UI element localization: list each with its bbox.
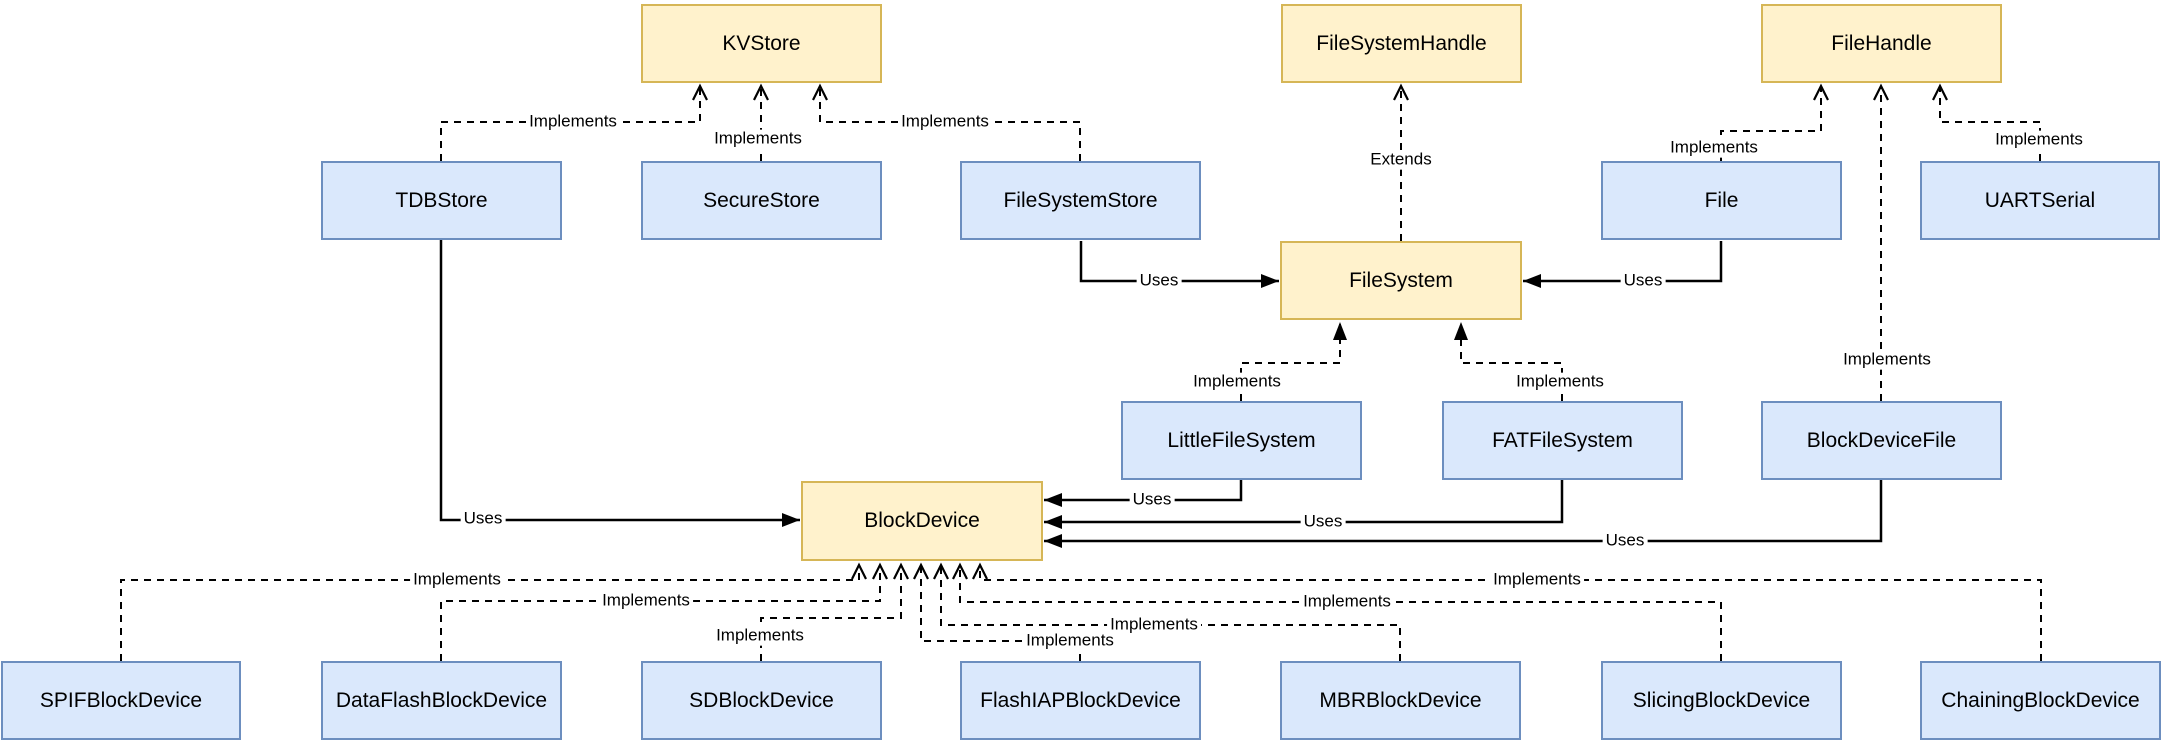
edge-spifblockdevice-blockdevice bbox=[120, 562, 867, 661]
edge-label-file-filehandle: Implements bbox=[1667, 138, 1761, 158]
node-sdblockdevice: SDBlockDevice bbox=[641, 661, 882, 740]
node-filesystem: FileSystem bbox=[1280, 241, 1522, 320]
node-blockdevicefile: BlockDeviceFile bbox=[1761, 401, 2002, 480]
edge-label-securestore-kvstore: Implements bbox=[711, 129, 805, 149]
edge-uartserial-filehandle bbox=[1932, 83, 2041, 161]
edge-filesystemstore-filesystem bbox=[1079, 241, 1279, 288]
edge-slicingblockdevice-blockdevice bbox=[952, 562, 1722, 661]
edge-label-tdbstore-kvstore: Implements bbox=[526, 112, 620, 132]
edge-tdbstore-kvstore bbox=[440, 83, 708, 161]
edge-label-sdblockdevice-blockdevice: Implements bbox=[713, 626, 807, 646]
node-flashiapblockdevice: FlashIAPBlockDevice bbox=[960, 661, 1201, 740]
edge-label-spifblockdevice-blockdevice: Implements bbox=[410, 570, 504, 590]
node-file: File bbox=[1601, 161, 1842, 240]
node-filehandle: FileHandle bbox=[1761, 4, 2002, 83]
edge-label-filesystemstore-kvstore: Implements bbox=[898, 112, 992, 132]
edge-label-filesystem-filesystemhandle: Extends bbox=[1367, 150, 1435, 170]
edge-label-tdbstore-blockdevice: Uses bbox=[460, 509, 506, 529]
edge-label-blockdevicefile-blockdevice: Uses bbox=[1602, 531, 1648, 551]
node-securestore: SecureStore bbox=[641, 161, 882, 240]
node-chainingblockdevice: ChainingBlockDevice bbox=[1920, 661, 2161, 740]
edge-littlefilesystem-blockdevice bbox=[1044, 480, 1243, 507]
node-fatfilesystem: FATFileSystem bbox=[1442, 401, 1683, 480]
node-tdbstore: TDBStore bbox=[321, 161, 562, 240]
node-spifblockdevice: SPIFBlockDevice bbox=[1, 661, 241, 740]
edge-fatfilesystem-blockdevice bbox=[1044, 480, 1564, 529]
edge-file-filesystem bbox=[1523, 241, 1723, 288]
node-mbrblockdevice: MBRBlockDevice bbox=[1280, 661, 1521, 740]
edge-label-chainingblockdevice-blockdevice: Implements bbox=[1490, 570, 1584, 590]
edge-blockdevicefile-blockdevice bbox=[1044, 480, 1883, 548]
edge-label-filesystemstore-filesystem: Uses bbox=[1136, 271, 1182, 291]
edge-label-mbrblockdevice-blockdevice: Implements bbox=[1107, 615, 1201, 635]
node-dataflashblockdevice: DataFlashBlockDevice bbox=[321, 661, 562, 740]
node-filesystemstore: FileSystemStore bbox=[960, 161, 1201, 240]
edge-label-dataflashblockdevice-blockdevice: Implements bbox=[599, 591, 693, 611]
edge-label-flashiapblockdevice-blockdevice: Implements bbox=[1023, 631, 1117, 651]
edge-label-slicingblockdevice-blockdevice: Implements bbox=[1300, 592, 1394, 612]
edge-label-blockdevicefile-filehandle: Implements bbox=[1840, 350, 1934, 370]
node-uartserial: UARTSerial bbox=[1920, 161, 2160, 240]
node-filesystemhandle: FileSystemHandle bbox=[1281, 4, 1522, 83]
node-littlefilesystem: LittleFileSystem bbox=[1121, 401, 1362, 480]
node-slicingblockdevice: SlicingBlockDevice bbox=[1601, 661, 1842, 740]
node-kvstore: KVStore bbox=[641, 4, 882, 83]
edge-label-littlefilesystem-blockdevice: Uses bbox=[1129, 490, 1175, 510]
edge-label-fatfilesystem-filesystem: Implements bbox=[1513, 372, 1607, 392]
edge-sdblockdevice-blockdevice bbox=[760, 562, 909, 661]
edge-tdbstore-blockdevice bbox=[439, 240, 800, 527]
edge-label-littlefilesystem-filesystem: Implements bbox=[1190, 372, 1284, 392]
edge-label-uartserial-filehandle: Implements bbox=[1992, 130, 2086, 150]
node-blockdevice: BlockDevice bbox=[801, 481, 1043, 561]
edge-label-fatfilesystem-blockdevice: Uses bbox=[1300, 512, 1346, 532]
edge-label-file-filesystem: Uses bbox=[1620, 271, 1666, 291]
edge-dataflashblockdevice-blockdevice bbox=[440, 562, 888, 661]
